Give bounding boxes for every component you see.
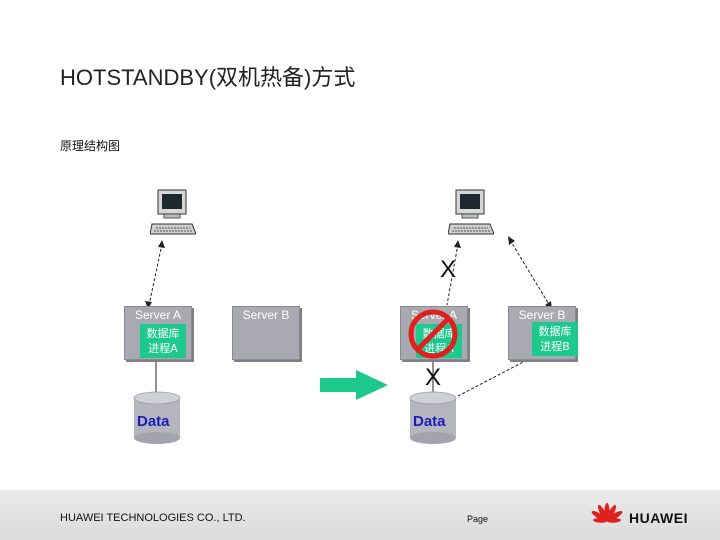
process-line: 进程A [148,342,178,355]
huawei-logo-icon [591,503,623,523]
right-storage-link-b [457,359,528,397]
left-db-process-a: 数据库 进程A [140,324,186,358]
server-label: Server B [518,308,566,322]
right-client-link-b [508,236,552,310]
footer-company: HUAWEI TECHNOLOGIES CO., LTD. [60,512,246,524]
forbidden-icon [408,309,458,359]
right-database-icon [409,391,457,444]
left-client-link [145,240,165,309]
right-client-link-a [446,240,461,306]
break-mark-client: X [440,256,457,283]
slide-subtitle: 原理结构图 [60,139,121,153]
right-db-process-b: 数据库 进程B [532,322,578,356]
slide-title: HOTSTANDBY(双机热备)方式 [60,65,356,90]
process-line: 进程B [540,340,570,353]
right-data-label: Data [413,413,446,430]
footer-brand: HUAWEI [629,510,688,526]
left-server-b: Server B [232,306,300,360]
server-label: Server A [134,308,182,322]
failover-arrow [320,370,388,400]
left-data-label: Data [137,413,170,430]
footer-page-label: Page [467,514,489,524]
workstation-icon [448,189,494,235]
break-mark-storage: X [425,364,442,391]
workstation-icon [150,189,196,235]
server-label: Server B [242,308,290,322]
left-database-icon [133,391,181,444]
process-line: 数据库 [146,327,180,340]
process-line: 数据库 [538,325,572,338]
